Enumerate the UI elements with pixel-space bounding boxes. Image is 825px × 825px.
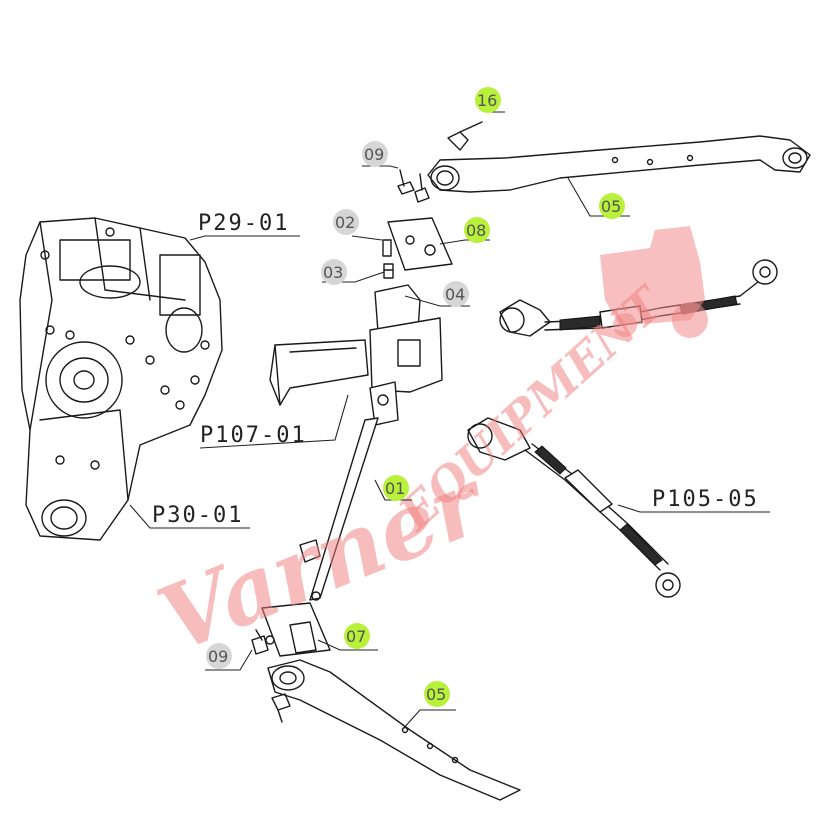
callout-05-top: 05 (599, 193, 625, 219)
lower-link-bottom (267, 659, 521, 801)
varner-watermark: Varner EQUIPMENT (144, 226, 708, 674)
pins-02-03 (382, 239, 394, 279)
svg-text:16: 16 (477, 91, 497, 110)
label-bracket-frame-ref: P107-01 (200, 423, 307, 448)
svg-text:01: 01 (385, 479, 405, 498)
callout-09-lower: 09 (206, 643, 232, 669)
callout-05-lower: 05 (424, 681, 450, 707)
bolt-09-lower (251, 629, 269, 655)
callout-16: 16 (475, 87, 501, 113)
callout-09-top: 09 (362, 141, 388, 167)
svg-text:08: 08 (466, 221, 486, 240)
turnbuckle-lower (467, 417, 681, 598)
plate-08 (387, 217, 453, 271)
callout-01: 01 (383, 475, 409, 501)
callout-03: 03 (321, 259, 347, 285)
svg-text:05: 05 (426, 685, 446, 704)
callout-04: 04 (443, 281, 469, 307)
lower-link-top (427, 121, 811, 193)
tractor-logo (600, 226, 708, 338)
callout-07: 07 (344, 623, 370, 649)
leader-lines (129, 111, 770, 731)
svg-text:02: 02 (335, 213, 355, 232)
svg-text:07: 07 (346, 627, 366, 646)
svg-text:03: 03 (323, 263, 343, 282)
svg-text:09: 09 (208, 647, 228, 666)
label-turnbuckle-ref: P105-05 (652, 487, 759, 512)
svg-text:09: 09 (364, 145, 384, 164)
label-housing-ref: P30-01 (152, 503, 243, 528)
gearbox-drawing (19, 217, 223, 541)
callout-08: 08 (464, 217, 490, 243)
bracket-07 (261, 602, 331, 657)
svg-text:05: 05 (601, 197, 621, 216)
bracket-assembly (269, 284, 443, 426)
bolt-09-top (397, 169, 430, 203)
svg-text:04: 04 (445, 285, 465, 304)
callout-02: 02 (333, 209, 359, 235)
label-gearbox-ref: P29-01 (198, 211, 289, 236)
lift-rod-01 (299, 417, 379, 601)
